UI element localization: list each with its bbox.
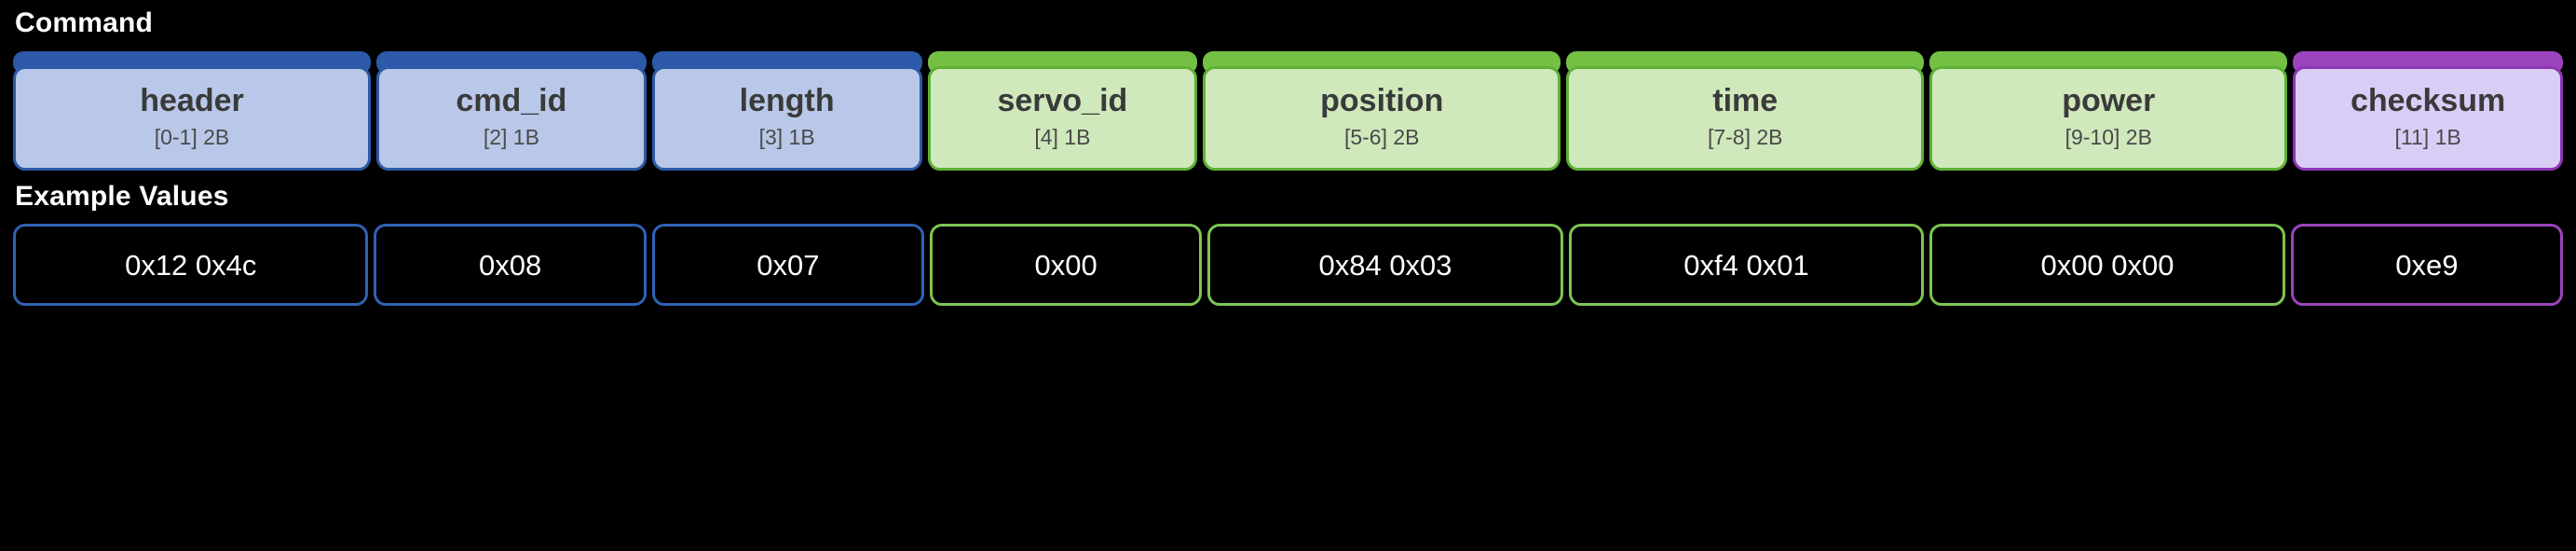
field-byte-range-label: [9-10] 2B — [2065, 125, 2152, 150]
field-cell-length[interactable]: length [3] 1B — [651, 51, 922, 171]
field-name-label: cmd_id — [456, 82, 567, 118]
field-name-label: power — [2062, 82, 2156, 118]
field-box-cmd_id[interactable]: cmd_id [2] 1B — [376, 66, 647, 171]
value-cell-time[interactable]: 0xf4 0x01 — [1568, 224, 1925, 306]
value-text-power: 0x00 0x00 — [2040, 248, 2174, 282]
field-cell-time[interactable]: time [7-8] 2B — [1566, 51, 1925, 171]
field-byte-range-label: [2] 1B — [483, 125, 539, 150]
field-box-servo_id[interactable]: servo_id [4] 1B — [927, 66, 1198, 171]
field-cell-servo_id[interactable]: servo_id [4] 1B — [927, 51, 1198, 171]
field-box-header[interactable]: header [0-1] 2B — [13, 66, 371, 171]
field-cell-cmd_id[interactable]: cmd_id [2] 1B — [376, 51, 647, 171]
field-name-label: time — [1712, 82, 1779, 118]
field-name-label: length — [739, 82, 835, 118]
field-name-label: position — [1320, 82, 1444, 118]
field-box-power[interactable]: power [9-10] 2B — [1929, 66, 2288, 171]
field-box-checksum[interactable]: checksum [11] 1B — [2293, 66, 2563, 171]
value-text-header: 0x12 0x4c — [125, 248, 257, 282]
field-box-time[interactable]: time [7-8] 2B — [1566, 66, 1925, 171]
value-cell-length[interactable]: 0x07 — [651, 224, 925, 306]
value-text-servo_id: 0x00 — [1034, 248, 1097, 282]
field-cell-position[interactable]: position [5-6] 2B — [1203, 51, 1561, 171]
value-cell-cmd_id[interactable]: 0x08 — [374, 224, 647, 306]
field-box-length[interactable]: length [3] 1B — [651, 66, 922, 171]
value-cell-servo_id[interactable]: 0x00 — [930, 224, 1203, 306]
example-values-section-title: Example Values — [15, 181, 229, 212]
field-box-position[interactable]: position [5-6] 2B — [1203, 66, 1561, 171]
command-section-title: Command — [15, 7, 154, 38]
field-cell-power[interactable]: power [9-10] 2B — [1929, 51, 2288, 171]
example-values-row: 0x12 0x4c 0x08 0x07 0x00 0x84 0x03 0xf4 0x01 0… — [13, 224, 2563, 306]
value-text-length: 0x07 — [756, 248, 820, 282]
field-byte-range-label: [4] 1B — [1034, 125, 1091, 150]
value-cell-checksum[interactable]: 0xe9 — [2290, 224, 2563, 306]
value-text-cmd_id: 0x08 — [479, 248, 542, 282]
value-text-position: 0x84 0x03 — [1318, 248, 1452, 282]
value-cell-header[interactable]: 0x12 0x4c — [13, 224, 369, 306]
value-cell-power[interactable]: 0x00 0x00 — [1929, 224, 2285, 306]
field-byte-range-label: [0-1] 2B — [154, 125, 230, 150]
value-text-time: 0xf4 0x01 — [1683, 248, 1809, 282]
command-field-row: header [0-1] 2B cmd_id [2] 1B length [3] 1B se… — [13, 51, 2563, 171]
field-cell-header[interactable]: header [0-1] 2B — [13, 51, 371, 171]
field-name-label: header — [140, 82, 244, 118]
field-byte-range-label: [3] 1B — [758, 125, 815, 150]
field-cell-checksum[interactable]: checksum [11] 1B — [2293, 51, 2563, 171]
field-byte-range-label: [5-6] 2B — [1343, 125, 1420, 150]
field-byte-range-label: [7-8] 2B — [1707, 125, 1783, 150]
value-text-checksum: 0xe9 — [2395, 248, 2459, 282]
field-name-label: servo_id — [997, 82, 1128, 118]
field-name-label: checksum — [2350, 82, 2506, 118]
field-byte-range-label: [11] 1B — [2394, 125, 2461, 150]
value-cell-position[interactable]: 0x84 0x03 — [1207, 224, 1563, 306]
